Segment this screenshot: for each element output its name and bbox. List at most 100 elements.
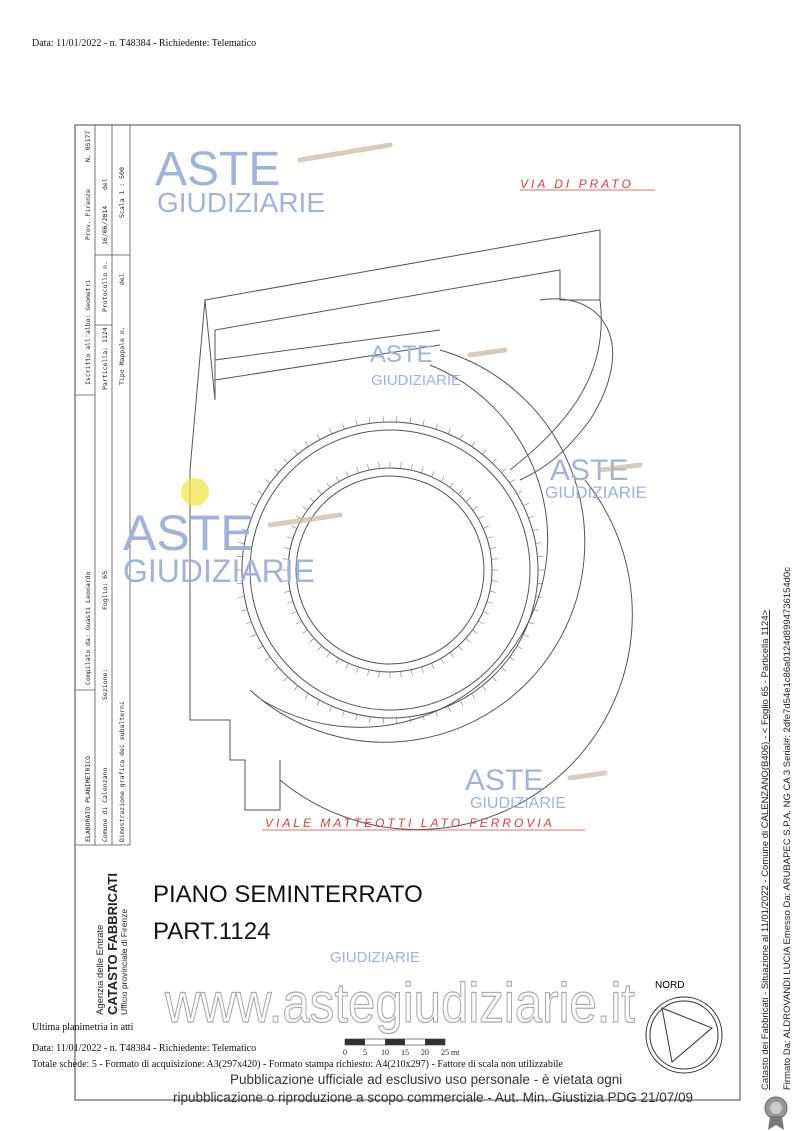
- floor-title: PIANO SEMINTERRATO: [153, 881, 423, 908]
- del-label: del: [101, 178, 109, 190]
- parking-space-tick: [523, 502, 529, 507]
- parking-space-tick: [291, 611, 297, 615]
- street-top-label: VIA DI PRATO: [520, 177, 634, 191]
- parking-space-tick: [478, 620, 484, 625]
- parking-space-tick: [400, 462, 402, 469]
- parking-space-tick: [287, 536, 294, 539]
- parking-space-tick: [422, 714, 425, 721]
- parking-space-tick: [329, 428, 333, 435]
- parking-space-tick: [516, 490, 523, 495]
- parking-space-tick: [537, 582, 544, 585]
- parking-space-tick: [472, 506, 478, 511]
- agency-label: Agenzia delle Entrate: [95, 925, 106, 1015]
- parking-space-tick: [471, 441, 476, 447]
- scale-label: 5: [363, 1048, 367, 1057]
- parking-space-tick: [472, 629, 478, 634]
- parking-space-tick: [236, 582, 243, 585]
- footer-totale: Totale schede: 5 - Formato di acquisizio…: [32, 1059, 563, 1070]
- parking-space-tick: [238, 542, 245, 544]
- parking-space-tick: [367, 669, 370, 676]
- parking-space-tick: [293, 449, 298, 455]
- parking-space-tick: [489, 590, 496, 593]
- parking-space-tick: [356, 666, 359, 673]
- parking-space-tick: [409, 716, 411, 723]
- parking-space-tick: [532, 528, 539, 531]
- publication-notice-2: ripubblicazione o riproduzione a scopo c…: [173, 1090, 694, 1105]
- parking-space-tick: [458, 645, 463, 651]
- compilato-label: Compilato da: Guasti Leonardo: [84, 571, 92, 685]
- parking-space-tick: [421, 666, 424, 673]
- parking-space-tick: [483, 525, 489, 529]
- parking-space-tick: [535, 542, 542, 544]
- highlight-mark: [181, 478, 209, 506]
- watermark-giudiziarie: GIUDIZIARIE: [157, 187, 325, 218]
- parking-space-tick: [304, 441, 309, 447]
- elaborato-label: ELABORATO PLANIMETRICO: [84, 756, 92, 842]
- parking-space-tick: [410, 464, 413, 471]
- north-label: NORD: [655, 980, 684, 991]
- parking-space-tick: [355, 419, 358, 426]
- parking-space-tick: [435, 423, 438, 430]
- watermark-aste: ASTE: [123, 505, 254, 561]
- parking-space-tick: [317, 645, 322, 651]
- publication-notice-1: Pubblicazione ufficiale ad esclusivo uso…: [230, 1072, 623, 1087]
- part-title: PART.1124: [153, 918, 270, 945]
- sezione-label: Sezione:: [101, 669, 109, 700]
- parking-space-tick: [329, 705, 333, 712]
- gavel-icon: [267, 142, 643, 781]
- building-outline: [189, 229, 633, 831]
- watermark-aste: ASTE: [155, 143, 280, 196]
- parking-space-tick: [302, 506, 308, 511]
- prov-label: Prov. Firenze: [84, 189, 92, 240]
- foglio-label: Foglio: 65: [101, 571, 109, 610]
- parking-space-tick: [440, 476, 445, 482]
- parking-space-tick: [535, 596, 542, 598]
- parking-space-tick: [528, 621, 535, 625]
- parking-space-tick: [342, 710, 345, 717]
- parking-space-tick: [431, 663, 435, 669]
- parking-space-tick: [492, 458, 497, 464]
- ufficio-label: Ufficio provinciale di Firenze: [119, 909, 129, 1015]
- scale-label: 0: [343, 1048, 347, 1057]
- parking-space-tick: [369, 417, 371, 424]
- parking-space-tick: [449, 652, 454, 658]
- numero-label: N. 05177: [84, 131, 92, 162]
- parking-space-tick: [356, 467, 359, 474]
- street-bottom-label: VIALE MATTEOTTI LATO FERROVIA: [265, 816, 555, 830]
- watermark-aste: ASTE: [465, 764, 543, 797]
- parking-space-tick: [378, 671, 380, 678]
- parking-space-tick: [283, 458, 288, 464]
- parking-space-tick: [273, 468, 279, 473]
- parking-space-tick: [478, 515, 484, 520]
- sheet-frame: [74, 124, 741, 1101]
- parking-space-tick: [345, 663, 349, 669]
- parking-space-tick: [435, 710, 438, 717]
- parking-space-tick: [528, 515, 535, 519]
- digital-signature: Firmato Da: ALDROVANDI LUCIA Emesso Da: …: [782, 567, 793, 1090]
- parking-space-tick: [501, 667, 507, 672]
- seal-icon: [764, 1096, 788, 1130]
- parking-space-tick: [302, 629, 308, 634]
- parking-space-tick: [257, 490, 264, 495]
- parking-space-tick: [284, 590, 291, 593]
- parking-space-tick: [431, 471, 435, 477]
- parking-space-tick: [447, 428, 451, 435]
- scale-label: 20: [421, 1048, 429, 1057]
- parking-space-tick: [421, 467, 424, 474]
- dimostrazione-label: Dimostrazione grafica dei subalterni: [118, 701, 126, 842]
- parking-space-tick: [326, 482, 331, 488]
- scale-label: 25 mt: [441, 1048, 460, 1057]
- parking-space-tick: [491, 580, 498, 582]
- parking-space-tick: [251, 633, 257, 638]
- url-watermark: www.astegiudiziarie.it: [164, 971, 635, 1034]
- parking-space-tick: [509, 479, 515, 484]
- particella-label: Particella: 1124: [101, 327, 109, 390]
- parking-space-tick: [273, 667, 279, 672]
- watermark-aste: ASTE: [370, 341, 433, 368]
- parking-space-tick: [482, 685, 487, 691]
- parking-space-tick: [355, 714, 358, 721]
- comune-label: Comune di Calenzano: [101, 768, 109, 842]
- parking-space-tick: [317, 489, 322, 495]
- watermark-giudiziarie: GIUDIZIARIE: [545, 483, 647, 502]
